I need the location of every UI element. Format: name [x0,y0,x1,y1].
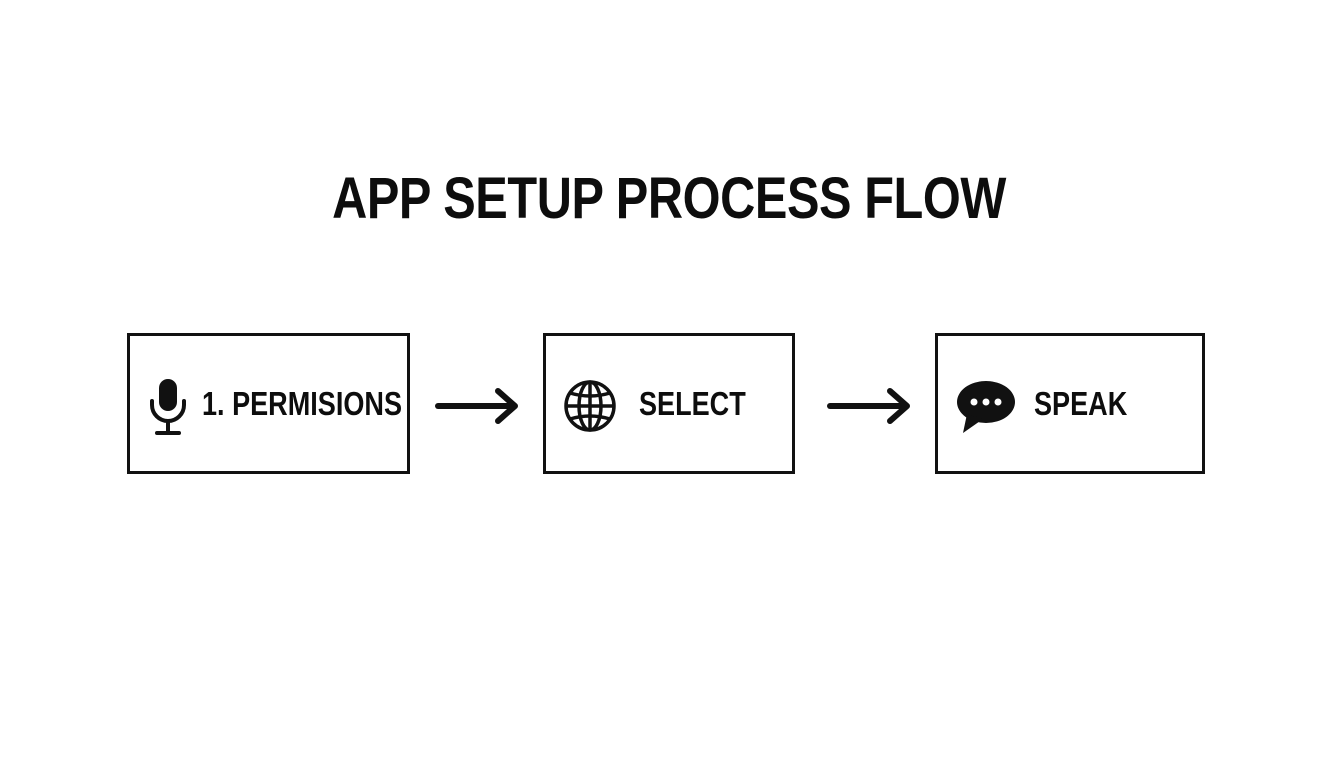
arrow-right-icon [435,388,518,424]
step-speak-box: SPEAK [935,333,1205,474]
step-select-box: SELECT [543,333,795,474]
step-label-speak: SPEAK [1034,384,1128,422]
step-label-select: SELECT [639,384,746,422]
arrow-right-icon [827,388,910,424]
globe-icon [564,380,616,432]
speech-bubble-icon [957,381,1015,433]
diagram-title: APP SETUP PROCESS FLOW [332,166,1006,231]
step-label-permissions: 1. PERMISIONS [202,384,402,422]
step-permissions-box: 1. PERMISIONS [127,333,410,474]
microphone-icon [150,379,186,435]
